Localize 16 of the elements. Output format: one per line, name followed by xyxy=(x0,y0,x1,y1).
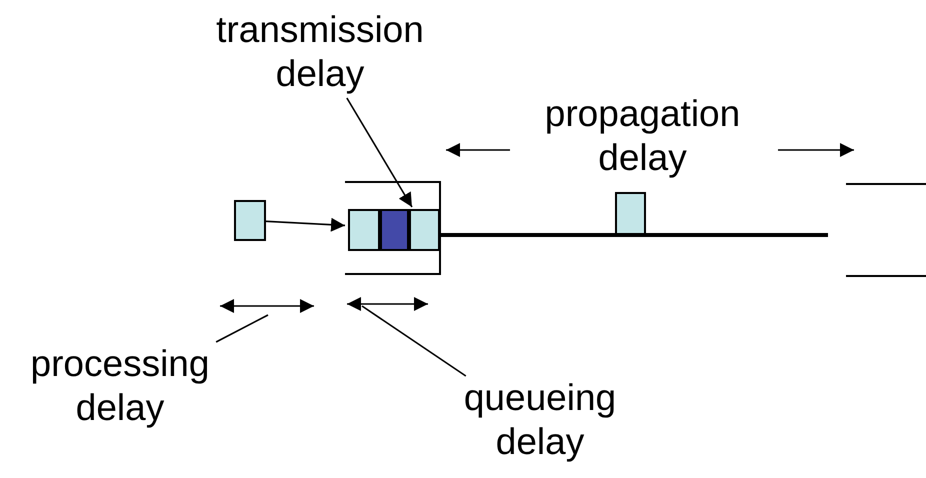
packet-box xyxy=(409,209,440,251)
leader-line xyxy=(362,305,466,377)
queue-buffer xyxy=(345,181,441,275)
packet-box xyxy=(234,200,266,241)
delay-label: transmission delay xyxy=(185,8,455,98)
link-line xyxy=(441,233,828,237)
leader-line xyxy=(216,314,268,343)
router-input-buffer xyxy=(846,183,926,277)
packet-box xyxy=(348,209,380,251)
leader-line xyxy=(346,98,413,208)
arrow xyxy=(266,218,346,232)
packet-box xyxy=(380,209,409,251)
delay-label: processing delay xyxy=(0,342,240,442)
delay-label: queueing delay xyxy=(440,376,640,476)
delay-label: propagation delay xyxy=(500,92,785,184)
packet-box xyxy=(615,192,646,235)
